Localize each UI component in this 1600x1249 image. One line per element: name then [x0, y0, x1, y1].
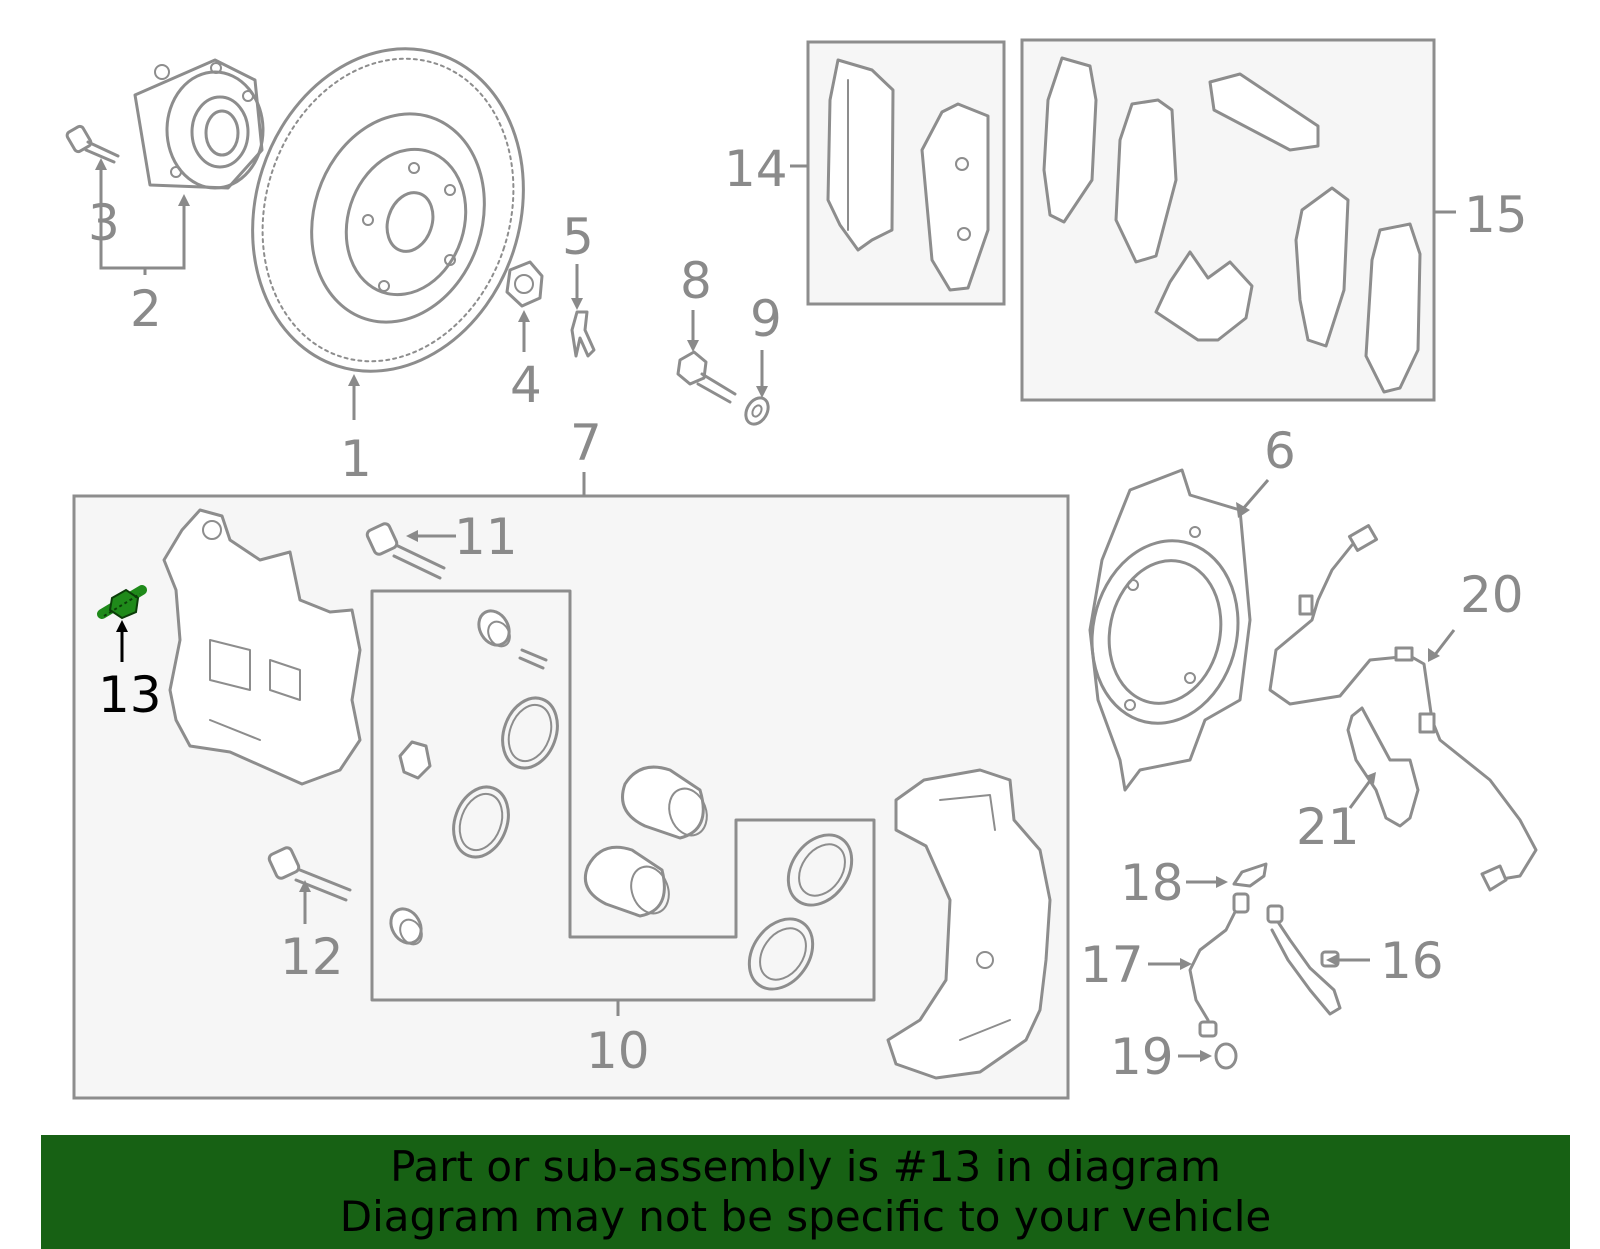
bleeder-screw-highlighted: [97, 585, 147, 620]
callout-4: 4: [510, 356, 542, 414]
callout-20: 20: [1460, 566, 1524, 624]
hub-bolt: [65, 124, 120, 164]
callout-10: 10: [586, 1022, 650, 1080]
caliper-bracket: [886, 768, 1052, 1080]
callout-11: 11: [454, 508, 518, 566]
pad-kit: [1042, 56, 1422, 394]
callout-14: 14: [724, 140, 788, 198]
callout-13: 13: [98, 666, 162, 724]
callout-16: 16: [1380, 932, 1444, 990]
callout-18: 18: [1120, 854, 1184, 912]
wear-sensor-17: [1188, 892, 1250, 1038]
banner-line-1: Part or sub-assembly is #13 in diagram: [390, 1142, 1221, 1191]
brake-pads: [826, 58, 990, 292]
clip-18: [1232, 862, 1268, 888]
dust-shield: [1088, 468, 1252, 792]
washer-19: [1214, 1042, 1238, 1070]
callout-5: 5: [562, 208, 594, 266]
caliper-housing: [162, 508, 362, 786]
brake-rotor: [251, 47, 525, 373]
wheel-hub: [133, 58, 265, 190]
callout-3: 3: [88, 194, 120, 252]
rotor-clip: [570, 310, 596, 358]
callout-17: 17: [1080, 936, 1144, 994]
callout-15: 15: [1464, 186, 1528, 244]
info-banner: Part or sub-assembly is #13 in diagram D…: [41, 1135, 1570, 1249]
callout-8: 8: [680, 252, 712, 310]
callout-12: 12: [280, 928, 344, 986]
banner-line-2: Diagram may not be specific to your vehi…: [339, 1192, 1272, 1241]
seal-kit-parts: [389, 609, 854, 991]
guide-pin-upper: [365, 522, 446, 580]
callout-21: 21: [1296, 798, 1360, 856]
callout-2: 2: [130, 280, 162, 338]
bracket-bolt: [676, 350, 737, 404]
callout-19: 19: [1110, 1028, 1174, 1086]
callout-1: 1: [340, 430, 372, 488]
leader-lines: [95, 158, 1456, 1062]
callout-7: 7: [570, 414, 602, 472]
seal-kit-box-10: [370, 589, 876, 1002]
hub-nut: [505, 260, 544, 308]
wear-sensor-20: [1268, 524, 1538, 892]
callout-9: 9: [750, 290, 782, 348]
washer: [744, 396, 770, 426]
sensor-bracket-21: [1346, 706, 1420, 828]
callout-6: 6: [1264, 422, 1296, 480]
